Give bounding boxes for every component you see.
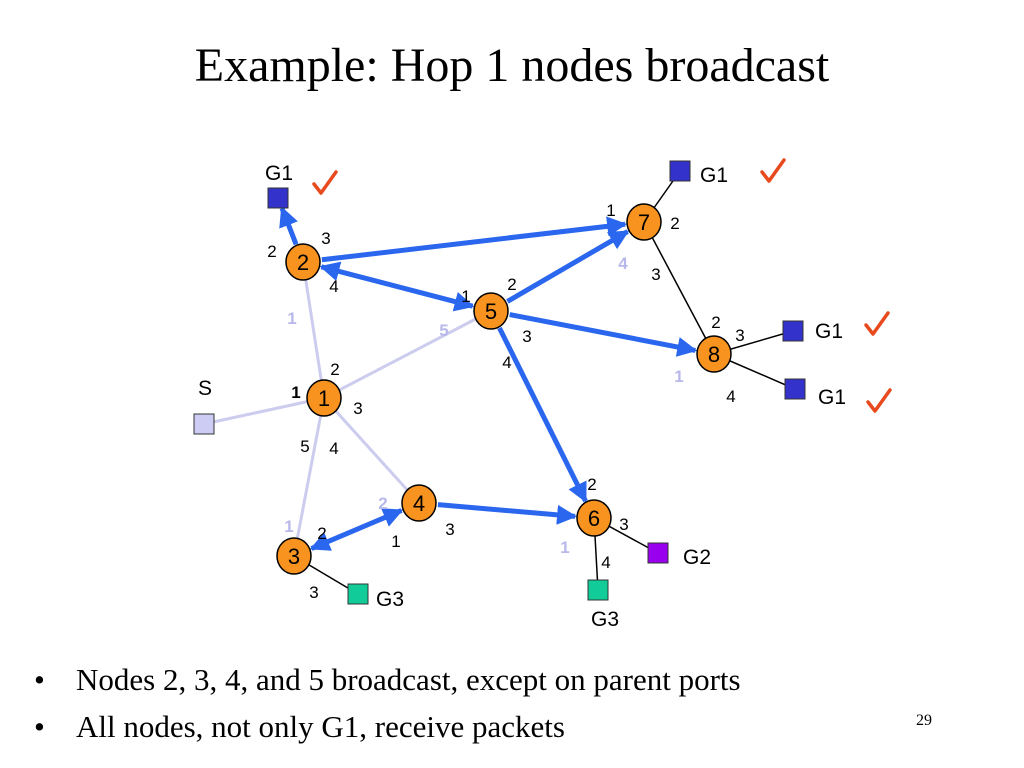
router-4 [401, 484, 437, 522]
router-label-8: 8 [708, 342, 720, 367]
port-label: 3 [321, 229, 330, 248]
host-h3 [347, 583, 369, 605]
host-h6b [587, 579, 609, 601]
port-label: 1 [391, 532, 400, 551]
host-label-h6a: G2 [683, 546, 711, 569]
port-label: 4 [329, 277, 338, 296]
host-label-h8b: G1 [818, 386, 846, 409]
port-label: 3 [735, 326, 744, 345]
port-label: 1 [461, 287, 470, 306]
host-h8b [784, 378, 806, 400]
port-label: 3 [309, 583, 318, 602]
port-label: 2 [711, 313, 720, 332]
port-label: 3 [651, 265, 660, 284]
router-8 [696, 335, 732, 373]
port-label: 5 [439, 321, 448, 340]
broadcast-arrow-2-5 [319, 261, 475, 312]
broadcast-arrow-4-6 [437, 502, 578, 525]
router-6 [576, 499, 612, 537]
host-label-S: S [198, 377, 212, 400]
host-label-h8a: G1 [815, 320, 843, 343]
checkmark-icon [312, 170, 338, 195]
port-label: 3 [522, 327, 531, 346]
router-label-6: 6 [588, 506, 600, 531]
router-3 [276, 537, 312, 575]
bullet-item: All nodes, not only G1, receive packets [34, 709, 741, 745]
port-label: 2 [267, 242, 276, 261]
router-label-4: 4 [413, 491, 425, 516]
broadcast-arrow-5-6 [497, 326, 588, 503]
port-label: 1 [674, 367, 683, 386]
broadcast-arrow-2-7 [321, 216, 628, 263]
host-S [193, 413, 215, 435]
tree-link-1-2 [301, 261, 326, 399]
port-label: 2 [317, 524, 326, 543]
port-label: 3 [445, 520, 454, 539]
port-label: 1 [287, 309, 296, 328]
port-label: 5 [300, 437, 309, 456]
host-h6a [647, 542, 669, 564]
host-h2 [267, 187, 289, 209]
port-label: 4 [502, 353, 511, 372]
router-label-7: 7 [638, 210, 650, 235]
host-h8a [782, 320, 804, 342]
port-label: 2 [587, 475, 596, 494]
port-label: 1 [560, 538, 569, 557]
tree-link-1-4 [322, 396, 421, 505]
router-label-2: 2 [297, 250, 309, 275]
link-7-8 [643, 221, 715, 355]
bullet-list: Nodes 2, 3, 4, and 5 broadcast, except o… [34, 662, 741, 756]
port-label: 2 [670, 214, 679, 233]
port-label: 4 [618, 254, 628, 273]
broadcast-arrow-5-7 [506, 229, 630, 304]
port-label: 2 [507, 275, 516, 294]
broadcast-arrow-3-4 [309, 508, 404, 551]
tree-link-1-3 [292, 397, 326, 557]
router-5 [473, 292, 509, 330]
host-label-h2: G1 [265, 162, 293, 185]
port-label: 3 [619, 515, 628, 534]
slide-title: Example: Hop 1 nodes broadcast [194, 39, 830, 92]
router-1 [306, 379, 342, 417]
tree-link-1-S [203, 396, 325, 426]
port-label: 4 [329, 439, 338, 458]
router-7 [626, 203, 662, 241]
router-label-3: 3 [288, 544, 300, 569]
port-label: 2 [378, 494, 387, 513]
checkmark-icon [760, 158, 786, 183]
host-h7 [669, 160, 691, 182]
router-2 [285, 243, 321, 281]
bullet-item: Nodes 2, 3, 4, and 5 broadcast, except o… [34, 662, 741, 698]
page-number: 29 [916, 712, 932, 729]
checkmark-icon [866, 388, 892, 413]
host-label-h7: G1 [700, 164, 728, 187]
broadcast-arrow-2-h2 [279, 206, 299, 246]
tree-link-1-5 [323, 309, 492, 400]
router-label-5: 5 [485, 299, 497, 324]
port-label: 1 [291, 383, 300, 402]
port-label: 3 [353, 399, 362, 418]
host-label-h6b: G3 [591, 608, 619, 631]
port-label: 4 [726, 387, 735, 406]
port-label: 2 [330, 360, 339, 379]
port-label: 1 [284, 517, 293, 536]
host-label-h3: G3 [376, 588, 404, 611]
broadcast-arrow-5-8 [509, 312, 698, 357]
port-label: 1 [606, 201, 615, 220]
router-label-1: 1 [318, 386, 330, 411]
port-label: 4 [601, 553, 610, 572]
checkmark-icon [864, 311, 890, 336]
